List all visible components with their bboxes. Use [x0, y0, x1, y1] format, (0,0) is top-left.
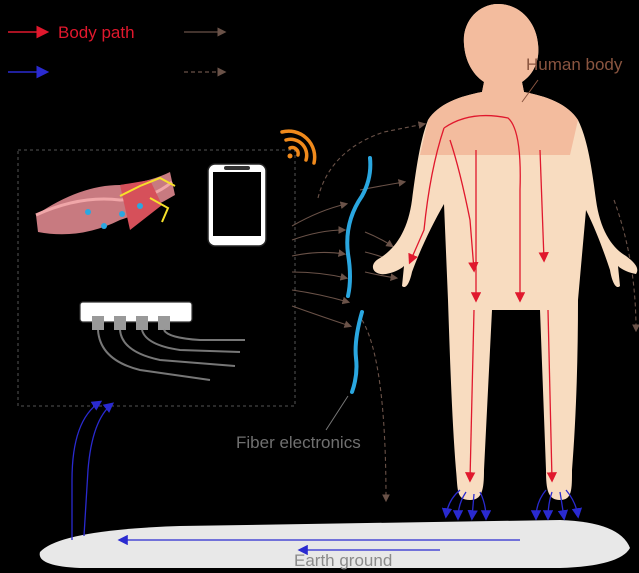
human-body [372, 4, 638, 500]
ground-path-arrows [71, 400, 583, 556]
device-panel [17, 149, 296, 407]
legend-body-path-label: Body path [58, 23, 135, 42]
power-strip-icon [79, 301, 245, 381]
fiber-label-leader [325, 395, 349, 431]
earth-ground-label: Earth ground [294, 551, 392, 570]
fiber-electronics-label: Fiber electronics [236, 433, 361, 452]
body-path-arrows [408, 114, 558, 483]
coupling-lines [291, 179, 407, 328]
electronic-textile-icon [35, 172, 176, 235]
fiber-electronics [345, 156, 373, 394]
wifi-icon [280, 129, 317, 165]
earth-ground-plate [39, 520, 630, 568]
human-body-label: Human body [526, 55, 623, 74]
smartphone-icon [207, 163, 267, 247]
legend: Body path [8, 23, 227, 79]
human-body-label-leader [521, 79, 539, 103]
